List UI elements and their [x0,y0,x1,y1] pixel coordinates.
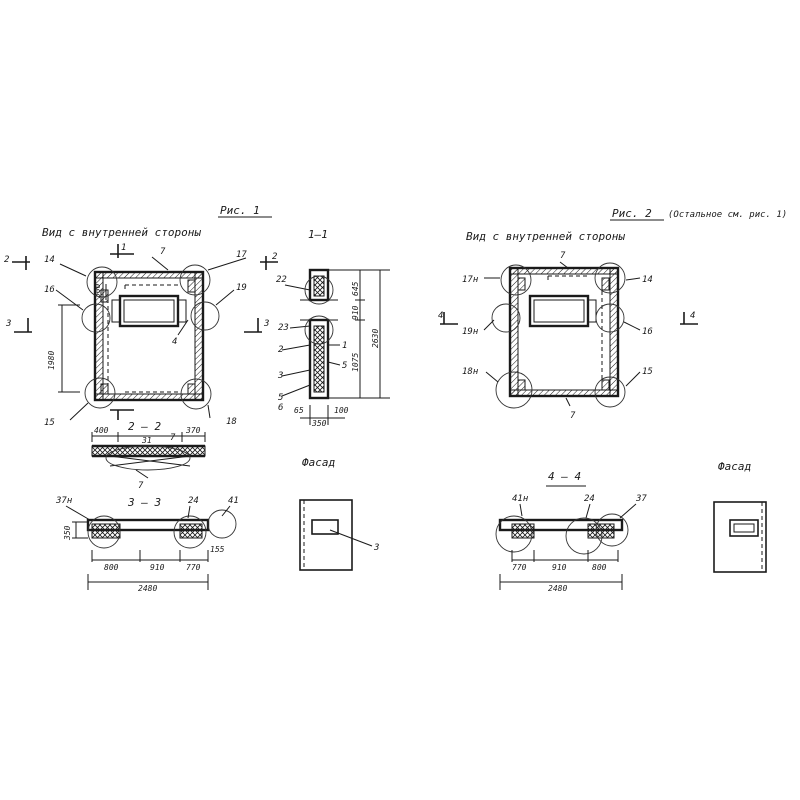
fig1-callout-16: 16 [44,285,55,295]
fig2-callout-16: 16 [642,327,653,337]
fig1-callout-14: 14 [44,255,55,265]
sec22-callout-7b: 7 [138,481,144,491]
sec11-callout-3: 3 [277,371,283,381]
sec11-dim-645: 645 [351,281,360,296]
fig1-dim-1980: 1980 [47,351,56,370]
section-3-3-title: 3 — 3 [127,496,161,509]
fig2-callout-15: 15 [642,367,653,377]
fig2-callout-18n: 18н [462,367,479,377]
fig2-callouts: 17н 19н 18н 7 14 16 15 7 4 4 [438,251,695,421]
sec33-dim-770: 770 [186,563,201,572]
fig1-section-mark-2b: 2 [272,252,277,262]
sec11-dim-910: 910 [351,305,360,320]
fig2-callout-19n: 19н [462,327,479,337]
section-2-2-labels: 400 31 370 7 7 [94,426,201,491]
fig2-section-mark-4a: 4 [438,311,443,321]
sec11-callout-1: 1 [342,341,347,351]
sec11-callout-23: 23 [278,323,289,333]
fig1-title: Рис. 1 [220,204,260,217]
fig2-section-4-4: 4 — 4 [495,470,637,590]
sec11-callout-5a: 5 [278,393,283,403]
fig1-callout-19: 19 [236,283,247,293]
section-4-4-title: 4 — 4 [548,470,581,483]
sec44-dim-2480: 2480 [548,584,567,593]
fig1-callout-15: 15 [44,418,55,428]
fig2-elevation [440,261,698,409]
fig2-note: (Остальное см. рис. 1) [668,210,787,220]
fig2-section-mark-4b: 4 [690,311,695,321]
section-4-4-labels: 41н 24 37 770 910 800 2480 [512,494,647,593]
fig1-section-mark-3a: 3 [5,319,11,329]
fig1-callout-18: 18 [226,417,237,427]
sec33-callout-24: 24 [188,496,199,506]
fig2-title: Рис. 2 [612,207,652,220]
sec11-callout-22: 22 [276,275,287,285]
sec33-dim-910: 910 [150,563,165,572]
fig1-section-1-1: 1—1 [281,228,390,425]
sec11-callout-5b: 5 [342,361,347,371]
fig1-callout-4: 4 [172,337,177,347]
fig1-facade-title: Фасад [302,456,335,469]
sec33-dim-2480: 2480 [138,584,157,593]
sec11-dim-1075: 1075 [351,353,360,372]
fig1-dim-300: 300 [93,283,102,299]
figure-2: Рис. 2 (Остальное см. рис. 1) Вид с внут… [438,207,787,593]
fig1-elevation [12,244,278,421]
sec33-callout-41: 41 [228,496,239,506]
fig1-view-caption: Вид с внутренней стороны [42,226,201,239]
sec11-callout-2: 2 [278,345,283,355]
section-3-3-labels: 37н 24 41 350 800 910 770 155 2480 [55,496,239,593]
section-2-2-title: 2 — 2 [128,420,161,433]
sec44-dim-910: 910 [552,563,567,572]
sec44-dim-800: 800 [592,563,607,572]
sec44-dim-770: 770 [512,563,527,572]
fig1-section-mark-2a: 2 [4,255,9,265]
sec44-callout-37: 37 [635,494,647,504]
fig2-callout-17n: 17н [462,275,479,285]
sec11-dim-100: 100 [334,406,349,415]
fig1-section-mark-3b: 3 [263,319,269,329]
sec44-callout-24: 24 [584,494,595,504]
sec44-callout-41n: 41н [512,494,529,504]
fig2-callout-14: 14 [642,275,653,285]
fig2-facade: Фасад [713,460,767,573]
fig1-callout-7: 7 [160,247,166,257]
fig1-callout-17: 17 [236,250,247,260]
sec22-dim-31: 31 [141,436,152,445]
sec11-dim-350: 350 [311,419,327,428]
fig1-section-2-2: 2 — 2 [91,420,206,479]
sec33-dim-350: 350 [63,525,72,541]
sec11-callout-6: 6 [278,403,283,413]
fig1-section-3-3: 3 — 3 [65,496,237,590]
sec22-dim-400: 400 [94,426,109,435]
sec33-callout-37n: 37н [55,496,73,506]
fig1-facade-callout-3: 3 [373,543,379,553]
sec11-dim-2630: 2630 [371,329,380,348]
sec11-dim-65: 65 [294,406,304,415]
sec33-dim-800: 800 [104,563,119,572]
fig2-view-caption: Вид с внутренней стороны [466,230,625,243]
fig1-section-mark-1: 1 [121,243,126,253]
fig1-callouts: 14 16 15 7 17 19 4 18 2 2 3 3 1 300 1980 [4,243,277,428]
sec22-dim-370: 370 [185,426,201,435]
sec33-dim-155: 155 [210,545,225,554]
sec22-callout-7a: 7 [170,433,176,443]
fig2-callout-7b: 7 [570,411,576,421]
fig2-callout-7a: 7 [560,251,566,261]
figure-1: Рис. 1 Вид с внутренней стороны [4,204,390,593]
section-1-1-labels: 22 23 2 3 5 6 1 5 645 910 1075 2630 65 1… [276,275,380,428]
section-1-1-title: 1—1 [308,228,328,241]
fig1-facade: Фасад 3 [299,456,379,571]
fig2-facade-title: Фасад [718,460,751,473]
